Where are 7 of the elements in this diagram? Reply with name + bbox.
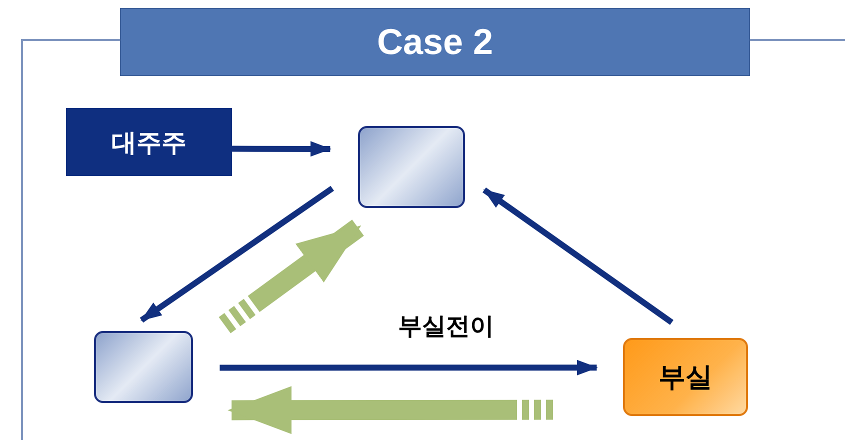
box-text: 부실 bbox=[658, 361, 712, 395]
empty-box bbox=[358, 126, 465, 208]
label-box bbox=[623, 338, 748, 416]
box-text: 대주주 bbox=[112, 126, 186, 158]
empty-box bbox=[94, 331, 193, 403]
title-banner: Case 2 bbox=[120, 8, 750, 76]
label-box bbox=[66, 108, 232, 176]
